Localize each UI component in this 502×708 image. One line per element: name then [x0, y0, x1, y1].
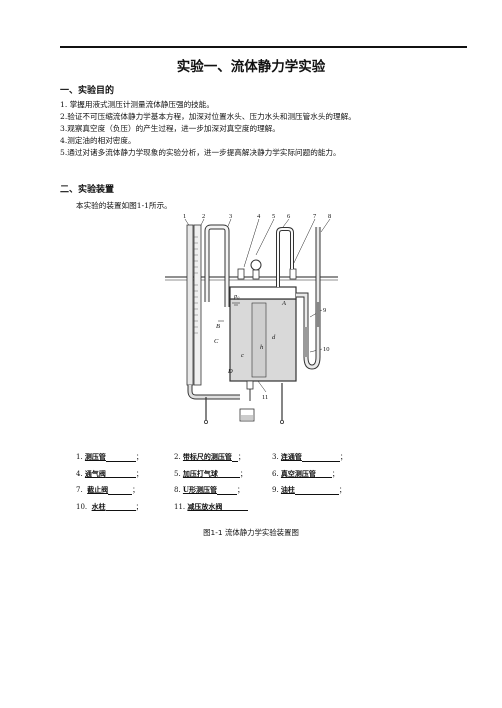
legend-label: 真空测压管 [280, 468, 316, 478]
legend-item: 11. 减压放水阀 [174, 502, 272, 512]
legend-num: 8. [174, 486, 181, 495]
legend-item: 6. 真空测压管 ； [272, 468, 339, 479]
legend-num: 2. [174, 453, 181, 462]
legend-item: 8. U形测压管 ； [174, 485, 245, 495]
letter-a: A [281, 300, 286, 307]
legend-num: 9. [272, 486, 279, 495]
figure-legend: 1. 测压管 ； 2. 带标尺的测压管 ； 3. 连通管 ； 4. 通气阀 ； … [76, 449, 370, 515]
legend-label: 水柱 [91, 501, 106, 511]
objective-5: 5.通过对诸多流体静力学现象的实验分析，进一步提高解决静力学实际问题的能力。 [60, 148, 341, 157]
blank-line [108, 486, 133, 495]
section-heading-purpose: 一、实验目的 [60, 86, 115, 96]
label-1: 1 [183, 213, 186, 220]
legend-label: 减压放水阀 [187, 501, 223, 511]
label-8: 8 [328, 213, 331, 220]
legend-item: 3. 连通管 ； [272, 452, 347, 462]
legend-num: 3. [272, 453, 279, 462]
label-10: 10 [323, 346, 330, 353]
label-9: 9 [323, 307, 326, 314]
label-7: 7 [313, 213, 317, 220]
legend-row: 1. 测压管 ； 2. 带标尺的测压管 ； 3. 连通管 ； [76, 449, 370, 466]
legend-item: 7. 截止阀 ； [76, 485, 140, 495]
blank-line [217, 469, 240, 479]
legend-label: 截止阀 [87, 485, 109, 495]
symbol-h: h [260, 344, 263, 351]
legend-item: 10. 水柱 ； [76, 501, 143, 512]
blank-line [222, 502, 249, 512]
objective-3: 3.观察真空度（负压）的产生过程，进一步加深对真空度的理解。 [60, 124, 280, 133]
symbol-c: c [241, 352, 244, 359]
objective-4: 4.测定油的相对密度。 [60, 136, 136, 145]
legend-row: 10. 水柱 ； 11. 减压放水阀 [76, 499, 370, 516]
legend-item: 9. 油柱 ； [272, 485, 346, 495]
legend-num: 5. [174, 469, 181, 478]
legend-num: 10. [76, 502, 88, 511]
blank-line [301, 453, 340, 462]
top-rule [60, 46, 467, 48]
legend-num: 11. [174, 502, 186, 511]
section-heading-apparatus: 二、实验装置 [60, 185, 115, 195]
legend-item: 4. 通气阀 ； [76, 468, 143, 479]
letter-d: D [227, 368, 233, 375]
figure-caption: 图1-1 流体静力学实验装置图 [203, 528, 299, 537]
blank-line [105, 469, 136, 479]
legend-item: 1. 测压管 ； [76, 452, 143, 462]
objective-2: 2.验证不可压缩流体静力学基本方程，加深对位置水头、压力水头和测压管水头的理解。 [60, 112, 356, 121]
legend-num: 6. [272, 469, 279, 478]
legend-label: 通气阀 [84, 468, 106, 478]
symbol-d: d [272, 334, 276, 341]
page-title: 实验一、流体静力学实验 [176, 59, 326, 75]
objective-1: 1. 掌握用液式测压计测量流体静压强的技能。 [60, 100, 214, 109]
label-4: 4 [257, 213, 261, 220]
symbol-p0: p₀ [233, 293, 240, 300]
legend-num: 1. [76, 453, 83, 462]
legend-label: 带标尺的测压管 [182, 452, 232, 462]
label-2: 2 [202, 213, 205, 220]
blank-line [315, 469, 332, 479]
apparatus-figure: 1 2 3 4 5 6 7 8 9 10 11 [160, 207, 340, 441]
legend-label: 油柱 [280, 485, 295, 495]
label-5: 5 [272, 213, 275, 220]
legend-label: U形测压管 [182, 485, 218, 495]
legend-row: 7. 截止阀 ； 8. U形测压管 ； 9. 油柱 ； [76, 482, 370, 499]
label-6: 6 [287, 213, 291, 220]
legend-label: 测压管 [84, 452, 106, 462]
legend-label: 加压打气球 [182, 468, 218, 478]
legend-num: 7. [76, 486, 83, 495]
blank-line [294, 486, 339, 495]
legend-item: 5. 加压打气球 ； [174, 468, 247, 479]
legend-item: 2. 带标尺的测压管 ； [174, 452, 245, 462]
legend-row: 4. 通气阀 ； 5. 加压打气球 ； 6. 真空测压管 ； [76, 466, 370, 483]
blank-line [217, 486, 238, 495]
blank-line [105, 502, 136, 512]
legend-label: 连通管 [280, 452, 302, 462]
letter-b: B [216, 323, 220, 330]
blank-line [105, 453, 136, 462]
label-11: 11 [262, 394, 268, 401]
letter-c: C [214, 338, 219, 345]
apparatus-text: 本实验的装置如图1-1所示。 [76, 201, 172, 210]
label-3: 3 [229, 213, 232, 220]
blank-line [231, 453, 238, 462]
legend-num: 4. [76, 469, 83, 478]
